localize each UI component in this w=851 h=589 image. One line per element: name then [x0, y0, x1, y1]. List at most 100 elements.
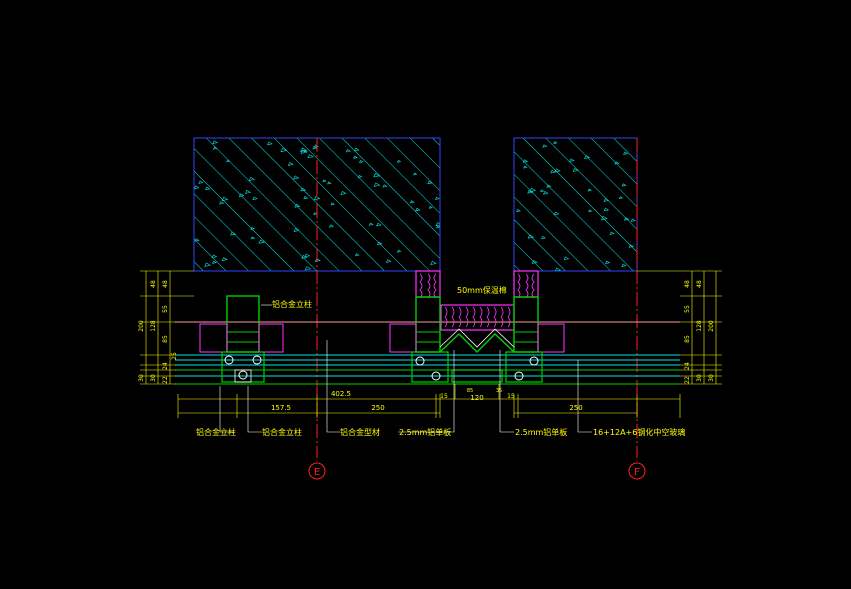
callout-texts: 铝合金立柱 铝合金立柱 铝合金型材 2.5mm铝单板 2.5mm铝单板 16+1… — [196, 285, 685, 437]
right-dim-30b: 30 — [708, 374, 715, 382]
right-dim-128: 128 — [696, 320, 703, 332]
aggregate-mark — [553, 211, 560, 216]
left-dimension-chain — [140, 270, 194, 385]
aggregate-mark — [376, 241, 383, 246]
aggregate-mark — [376, 222, 382, 227]
aggregate-mark — [194, 238, 200, 242]
aggregate-mark — [250, 226, 255, 230]
aggregate-mark — [300, 147, 308, 153]
grid-bubble-e: E — [308, 462, 326, 480]
callout-leaders — [219, 304, 592, 433]
aggregate-mark — [212, 140, 219, 144]
aggregate-mark — [345, 149, 352, 153]
aggregate-mark — [603, 207, 610, 212]
aggregate-mark — [301, 254, 308, 259]
aggregate-mark — [630, 218, 636, 222]
aggregate-mark — [516, 208, 521, 213]
aggregate-mark — [304, 253, 311, 258]
aggregate-mark — [584, 155, 591, 160]
aggregate-mark — [531, 259, 538, 264]
aggregate-mark — [550, 169, 556, 174]
left-dim-24: 24 — [162, 362, 169, 370]
aggregate-mark — [618, 196, 624, 200]
mullion-middle-left — [389, 296, 449, 383]
callout-sheet-right: 2.5mm铝单板 — [515, 427, 567, 437]
grid-bubble-f: F — [628, 462, 646, 480]
aggregate-mark — [624, 217, 630, 221]
left-dim-200: 200 — [138, 320, 145, 332]
callout-left-b: 铝合金立柱 — [262, 427, 302, 437]
aggregate-mark — [623, 151, 629, 155]
aggregate-mark — [628, 244, 634, 248]
aggregate-mark — [554, 168, 561, 173]
left-dim-22: 22 — [162, 376, 169, 384]
aggregate-mark — [314, 258, 321, 262]
aggregate-mark — [359, 159, 364, 163]
left-dim-30a: 30 — [138, 374, 145, 382]
mullion-left — [199, 295, 284, 383]
aggregate-mark — [435, 222, 440, 227]
aggregate-mark — [621, 263, 627, 267]
aggregate-mark — [212, 260, 217, 264]
aggregate-mark — [327, 181, 332, 185]
right-dim-48b: 48 — [684, 280, 691, 288]
aggregate-mark — [212, 146, 218, 150]
right-dim-55: 55 — [684, 305, 691, 313]
aggregate-mark — [382, 184, 388, 188]
aggregate-mark — [245, 189, 252, 194]
right-dimension-texts: 200 128 48 48 55 85 24 22 30 30 — [684, 280, 715, 384]
aggregate-mark — [600, 215, 608, 221]
aggregate-mark — [307, 154, 314, 159]
aggregate-mark — [322, 179, 327, 183]
aggregate-mark — [258, 239, 266, 244]
right-dim-200: 200 — [708, 320, 715, 332]
aggregate-mark — [205, 186, 211, 191]
mullion-middle-right — [505, 296, 565, 383]
callout-insulation: 50mm保温棉 — [457, 285, 507, 295]
left-dim-48b: 48 — [162, 280, 169, 288]
aggregate-mark — [554, 267, 562, 271]
aggregate-mark — [540, 189, 545, 193]
aggregate-mark — [542, 144, 548, 148]
left-dim-55: 55 — [162, 305, 169, 313]
aggregate-mark — [230, 231, 237, 236]
aggregate-mark — [294, 203, 301, 208]
aggregate-mark — [605, 260, 611, 264]
bottom-dim-250-left: 250 — [371, 404, 384, 412]
aggregate-mark — [287, 162, 294, 166]
aggregate-mark — [603, 198, 610, 202]
aggregate-mark — [304, 266, 312, 271]
aggregate-mark — [219, 201, 225, 205]
aggregate-mark — [413, 172, 418, 176]
bottom-dimension-texts: 157.5 402.5 250 15 85 120 35 15 250 — [271, 388, 583, 412]
grid-label-f: F — [634, 467, 640, 478]
bottom-dim-120: 120 — [470, 394, 483, 402]
aggregate-mark — [313, 212, 318, 216]
aggregate-mark — [409, 200, 415, 204]
left-dim-128: 128 — [150, 320, 157, 332]
aggregate-mark — [280, 147, 287, 153]
aggregate-mark — [529, 187, 537, 193]
bottom-dim-157-5: 157.5 — [271, 404, 291, 412]
aluminium-sheet-zigzag — [439, 328, 515, 383]
aggregate-mark — [194, 185, 200, 190]
aggregate-mark — [328, 224, 335, 228]
aggregate-mark — [396, 160, 402, 163]
aggregate-mark — [541, 235, 547, 240]
aggregate-mark — [546, 184, 552, 188]
aggregate-mark — [368, 222, 374, 226]
insulation-zone — [415, 270, 539, 331]
callout-sheet-left: 2.5mm铝单板 — [399, 427, 451, 437]
callout-post-note: 铝合金立柱 — [272, 299, 312, 309]
aggregate-mark — [354, 147, 360, 152]
aggregate-mark — [563, 256, 570, 261]
aggregate-mark — [373, 182, 381, 187]
aggregate-mark — [293, 175, 300, 180]
aggregate-mark — [211, 254, 218, 259]
aggregate-mark — [527, 234, 535, 239]
bottom-dimension-chain — [177, 384, 681, 418]
aggregate-mark — [312, 146, 318, 150]
callout-left-a: 铝合金立柱 — [196, 427, 236, 437]
aggregate-mark — [221, 196, 229, 202]
